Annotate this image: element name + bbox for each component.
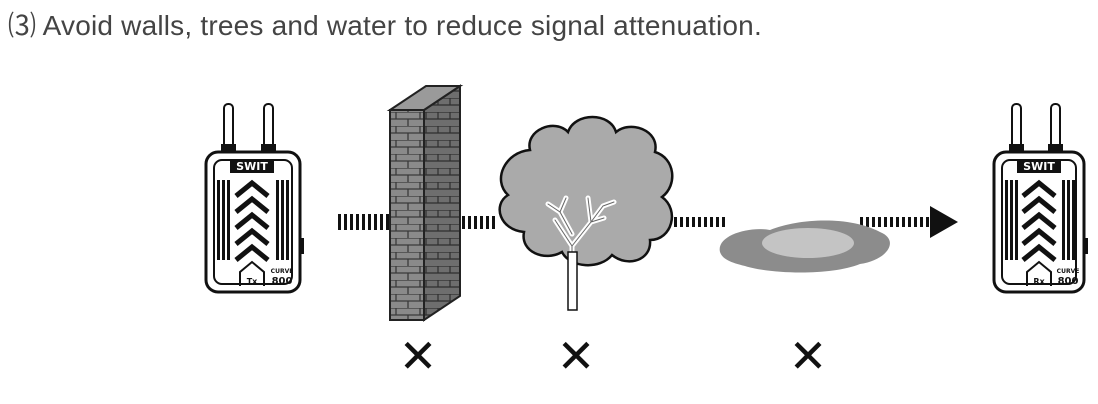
tree-obstacle — [498, 115, 674, 311]
wall-x-mark: ✕ — [399, 329, 438, 383]
antenna-left — [1011, 103, 1022, 151]
antenna-right — [1050, 103, 1061, 151]
caption: ⑶ Avoid walls, trees and water to reduce… — [8, 10, 762, 41]
water-x-mark: ✕ — [789, 329, 828, 383]
signal-segment-1 — [338, 214, 389, 230]
water-obstacle — [719, 220, 890, 273]
signal-segment-4 — [860, 217, 929, 227]
receiver-tag: Rx — [1033, 277, 1045, 286]
signal-segment-3 — [668, 217, 725, 227]
signal-arrowhead — [930, 206, 958, 238]
transmitter-model-line2: 800 — [272, 276, 293, 287]
tree-x-mark: ✕ — [557, 329, 596, 383]
antenna-left — [223, 103, 234, 151]
transmitter-model-line1: CURVE — [271, 268, 294, 275]
wall-obstacle — [386, 84, 464, 322]
transmitter-device: SWIT Tx CURVE 800 — [204, 103, 304, 294]
antenna-right — [263, 103, 274, 151]
transmitter-brand: SWIT — [236, 160, 268, 173]
signal-segment-2 — [462, 216, 495, 229]
receiver-device: SWIT Rx CURVE 800 — [992, 103, 1088, 294]
receiver-brand: SWIT — [1023, 160, 1055, 173]
receiver-model-line1: CURVE — [1057, 268, 1080, 275]
receiver-model-line2: 800 — [1058, 276, 1079, 287]
transmitter-tag: Tx — [247, 277, 258, 286]
